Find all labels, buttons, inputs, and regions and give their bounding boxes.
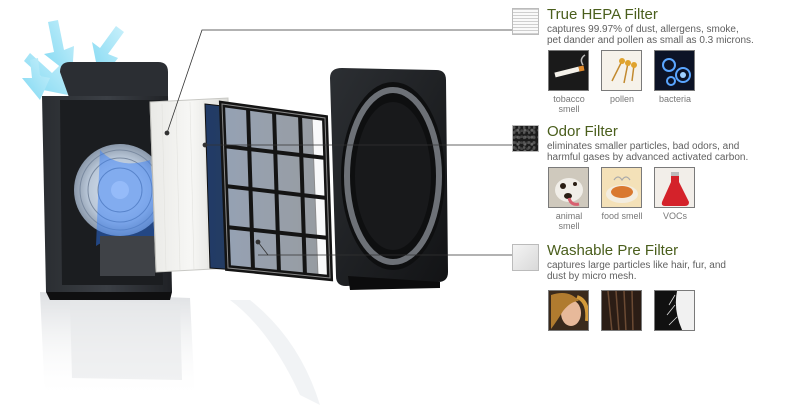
purifier-body	[42, 62, 172, 300]
pollen-label: pollen	[609, 94, 635, 104]
food-smell-label: food smell	[601, 211, 643, 221]
bacteria-icon	[654, 50, 695, 91]
food-icon	[601, 167, 642, 208]
front-panel	[330, 68, 448, 290]
dark-hair-icon	[601, 290, 642, 331]
carbon-filter-swatch-icon	[512, 125, 539, 152]
hepa-filter-description: captures 99.97% of dust, allergens, smok…	[547, 24, 754, 46]
odor-filter-title: Odor Filter	[547, 123, 618, 140]
hepa-filter-title: True HEPA Filter	[547, 6, 658, 23]
floor-reflection	[40, 292, 195, 400]
hepa-filter-swatch-icon	[512, 8, 539, 35]
callout-lines	[164, 29, 512, 256]
odor-filter-description: eliminates smaller particles, bad odors,…	[547, 141, 749, 163]
fur-icon	[654, 290, 695, 331]
chemical-flask-icon	[654, 167, 695, 208]
pollen-icon	[601, 50, 642, 91]
swoosh	[230, 300, 320, 405]
cigarette-icon	[548, 50, 589, 91]
hair-icon	[548, 290, 589, 331]
washable-pre-filter-panel	[218, 100, 334, 282]
vocs-label: VOCs	[662, 211, 687, 221]
bacteria-label: bacteria	[658, 94, 692, 104]
pre-filter-title: Washable Pre Filter	[547, 242, 679, 259]
pre-filter-description: captures large particles like hair, fur,…	[547, 260, 726, 282]
pre-filter-swatch-icon	[512, 244, 539, 271]
dog-icon	[548, 167, 589, 208]
